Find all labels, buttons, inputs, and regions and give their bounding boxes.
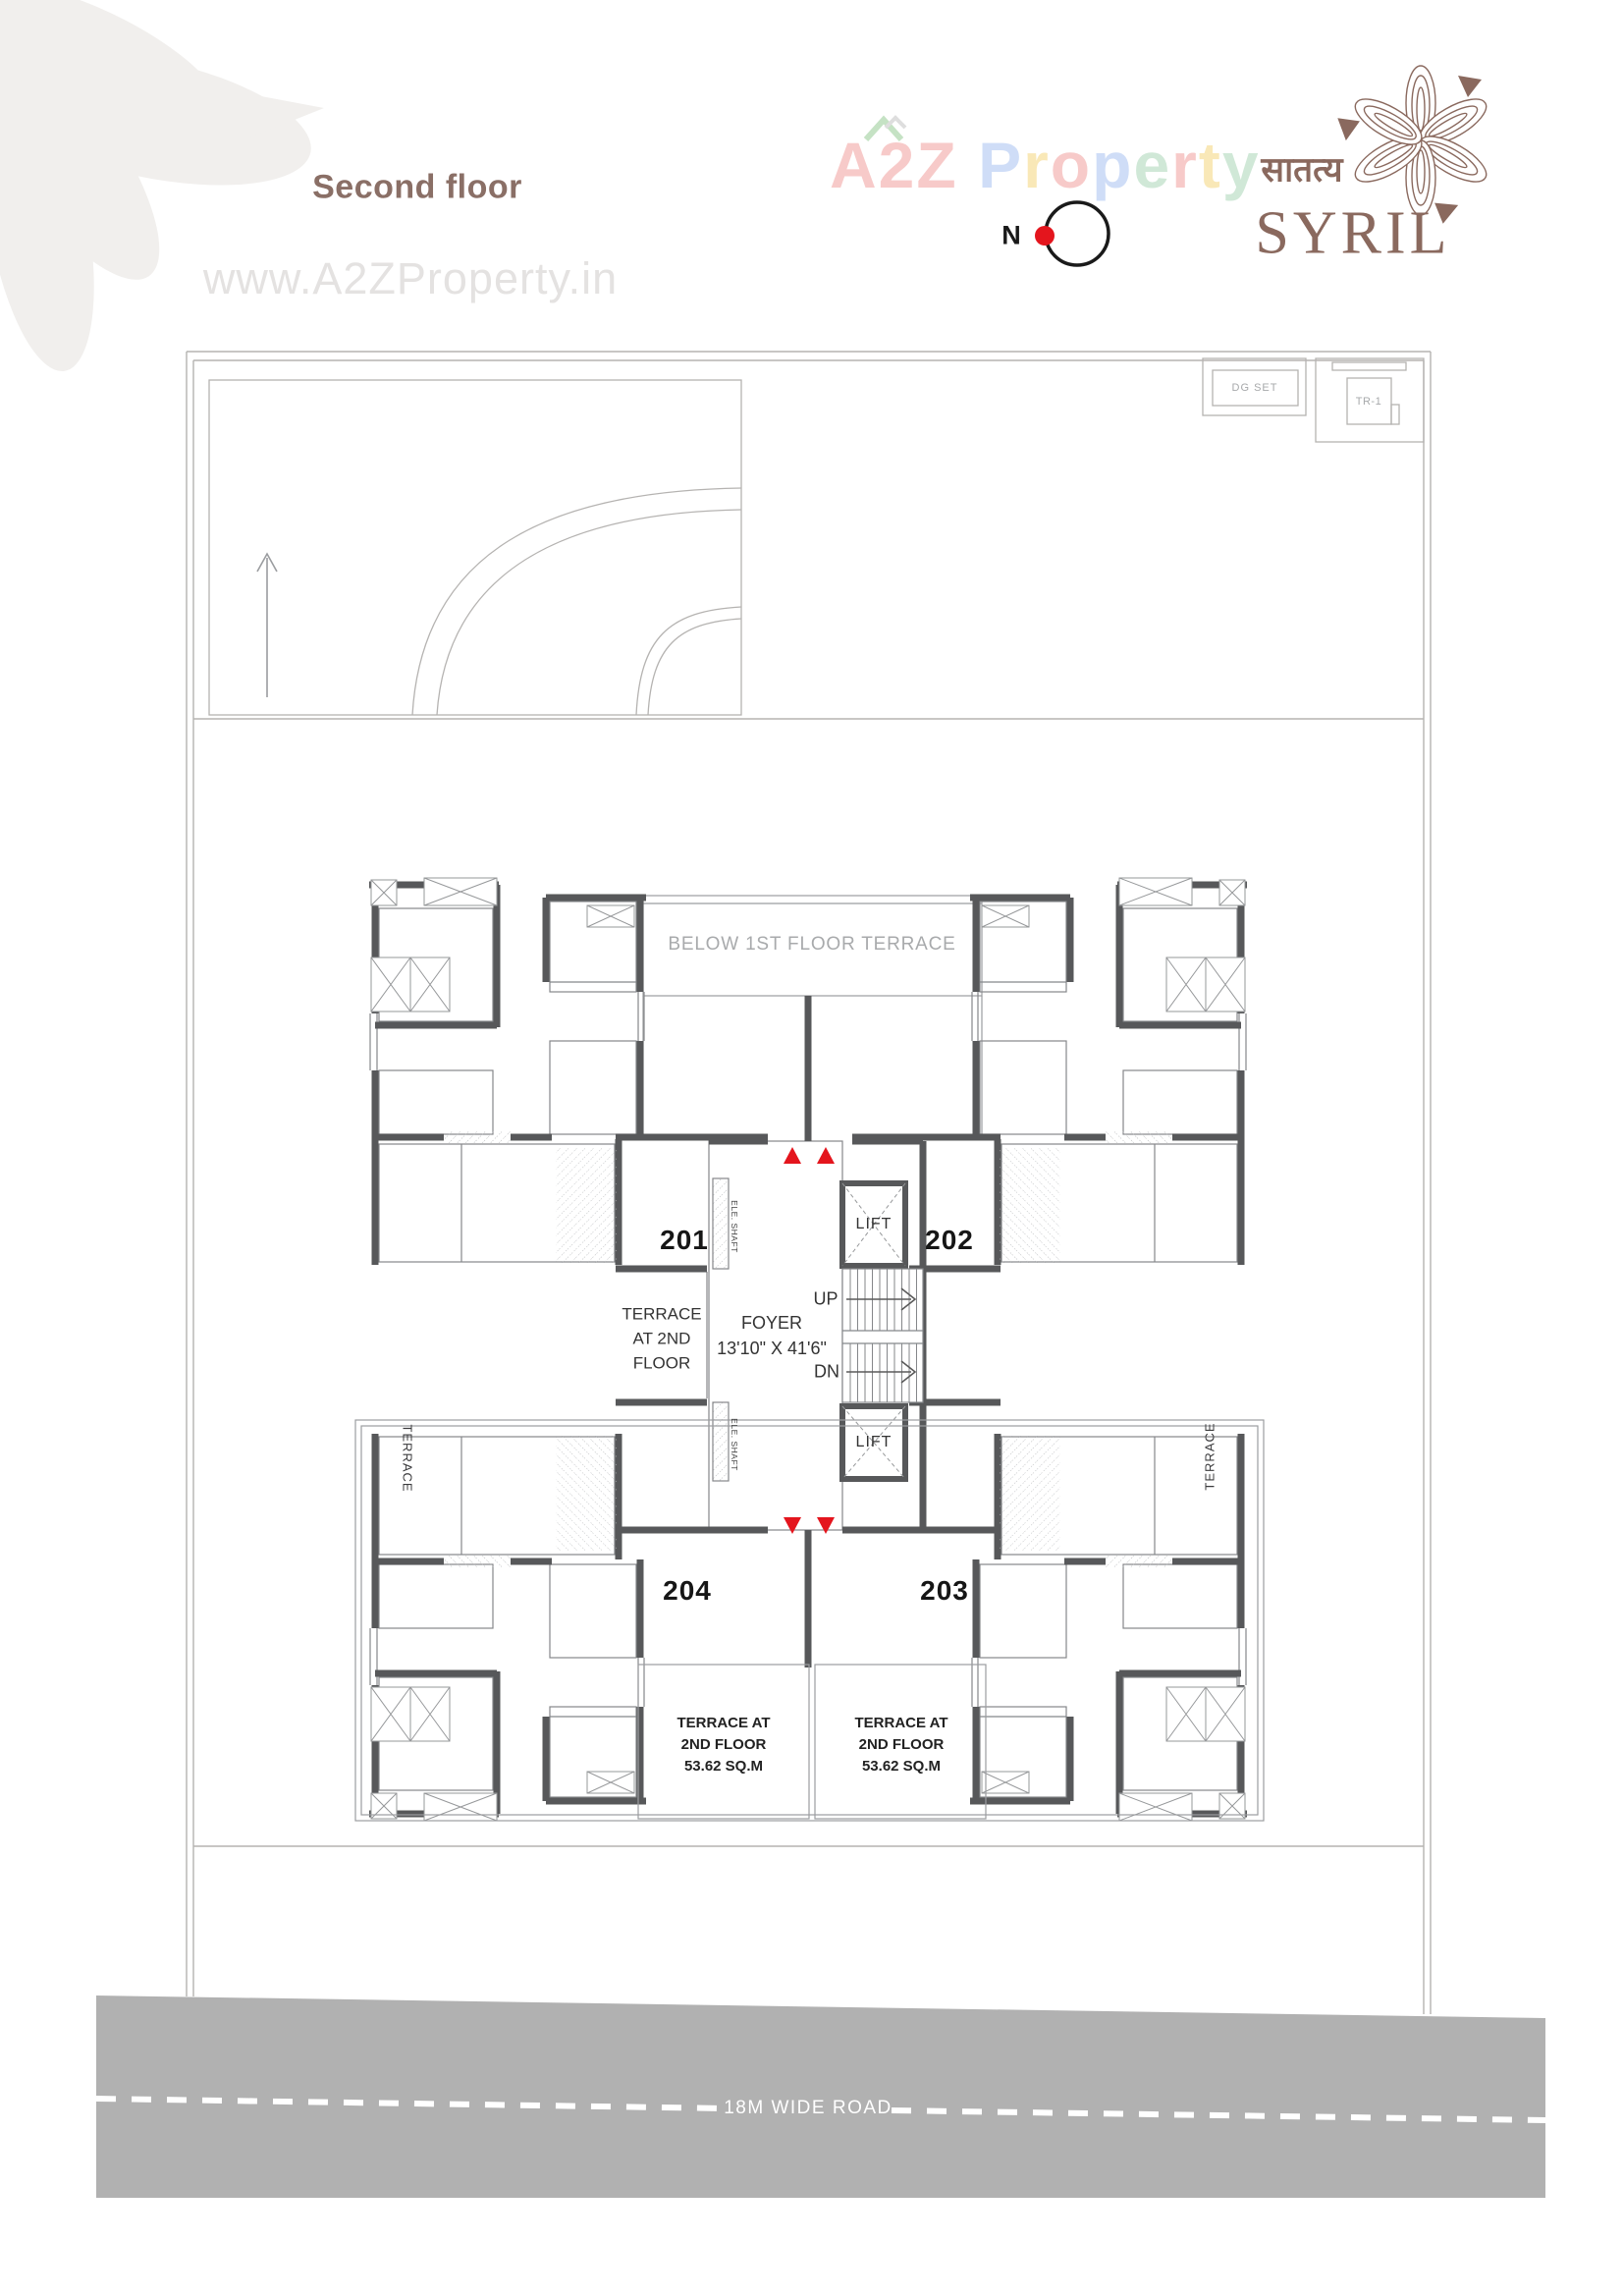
- lower-terraces: [354, 1419, 1265, 1822]
- page-title: Second floor: [312, 168, 522, 206]
- a2z-property-logo: A2Z Property: [830, 128, 1261, 202]
- logo-letter: [958, 129, 978, 201]
- terrace-bottom-right-label: TERRACE AT 2ND FLOOR 53.62 SQ.M: [855, 1713, 948, 1777]
- terrace-bottom-left-label: TERRACE AT 2ND FLOOR 53.62 SQ.M: [677, 1713, 771, 1777]
- logo-letter: Z: [916, 129, 958, 201]
- road-label: 18M WIDE ROAD: [724, 2098, 893, 2118]
- logo-letter: 2: [878, 129, 917, 201]
- flower-watermark: [0, 0, 324, 371]
- brand-flower-icon: [1337, 65, 1494, 224]
- stairs-up-label: UP: [813, 1288, 839, 1309]
- below-terrace-outline: [642, 895, 983, 1137]
- road: [95, 1995, 1546, 2198]
- site-watermark: www.A2ZProperty.in: [202, 253, 619, 303]
- lift-shafts: [839, 1180, 908, 1482]
- north-label: N: [1001, 220, 1021, 250]
- unit-202-label: 202: [925, 1225, 974, 1255]
- logo-letter: t: [1198, 129, 1222, 201]
- terrace-left-label: TERRACE: [400, 1424, 415, 1493]
- terrace-bl-line3: 53.62 SQ.M: [683, 1758, 764, 1775]
- terrace-br-line2: 2ND FLOOR: [858, 1736, 945, 1753]
- brand-name: SYRIL: [1255, 199, 1451, 267]
- plot-boundary: [186, 351, 1432, 2014]
- driveway: [208, 379, 742, 716]
- logo-letter: e: [1133, 129, 1172, 201]
- terrace-center-line2: AT 2ND: [632, 1329, 691, 1348]
- foyer-label: FOYER 13'10" X 41'6": [717, 1310, 827, 1361]
- logo-house-icon: [863, 115, 907, 142]
- lift-top-label: LIFT: [855, 1216, 893, 1232]
- brand-devanagari: सातत्य: [1261, 150, 1343, 190]
- foyer-name: FOYER: [740, 1313, 802, 1333]
- terrace-center-line3: FLOOR: [632, 1353, 691, 1373]
- foyer-dimensions: 13'10" X 41'6": [717, 1339, 827, 1358]
- below-terrace-label: BELOW 1ST FLOOR TERRACE: [668, 934, 956, 955]
- terrace-br-line3: 53.62 SQ.M: [861, 1758, 942, 1775]
- terrace-bl-line1: TERRACE AT: [676, 1715, 771, 1731]
- tr1-label: TR-1: [1355, 396, 1382, 408]
- logo-letter: r: [1171, 129, 1199, 201]
- logo-letter: o: [1050, 129, 1093, 201]
- north-compass-icon: [1035, 200, 1110, 267]
- unit-203-label: 203: [920, 1575, 969, 1606]
- stairs-down-label: DN: [814, 1361, 839, 1382]
- logo-letter: y: [1221, 129, 1261, 201]
- lift-bottom-label: LIFT: [855, 1434, 893, 1450]
- terrace-right-label: TERRACE: [1202, 1422, 1217, 1491]
- logo-letter: r: [1023, 129, 1051, 201]
- ele-shaft-bottom-label: ELE. SHAFT: [730, 1418, 739, 1471]
- ele-shaft-top-label: ELE. SHAFT: [730, 1200, 739, 1253]
- logo-letter: p: [1092, 129, 1134, 201]
- terrace-br-line1: TERRACE AT: [854, 1715, 948, 1731]
- unit-201-label: 201: [660, 1225, 709, 1255]
- unit-204-label: 204: [663, 1575, 712, 1606]
- staircase: [841, 1268, 924, 1403]
- utility-structures: [1202, 357, 1425, 443]
- terrace-2nd-floor-label: TERRACE AT 2ND FLOOR: [622, 1302, 701, 1376]
- logo-letter: A: [830, 129, 879, 201]
- dg-set-label: DG SET: [1231, 382, 1278, 394]
- terrace-bl-line2: 2ND FLOOR: [680, 1736, 767, 1753]
- entrance-arrows: [784, 1147, 835, 1534]
- logo-letter: P: [978, 129, 1024, 201]
- terrace-center-line1: TERRACE: [622, 1304, 702, 1324]
